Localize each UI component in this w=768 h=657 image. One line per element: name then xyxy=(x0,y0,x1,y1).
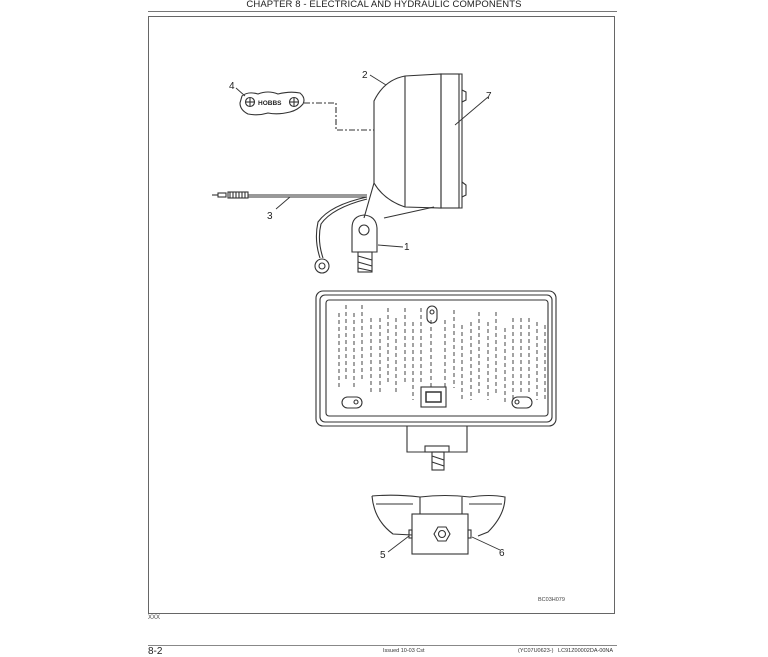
doc-code: (YC07U0623-) LC91Z00002DA-00NA xyxy=(518,648,614,654)
figure-frame xyxy=(148,16,615,614)
callout-4: 4 xyxy=(229,81,235,92)
callout-2: 2 xyxy=(362,70,368,81)
leader-lines xyxy=(235,74,501,553)
hobbs-switch xyxy=(239,91,305,116)
mount-bracket xyxy=(351,214,378,273)
hobbs-label: HOBBS xyxy=(258,100,282,107)
callout-6: 6 xyxy=(499,548,505,559)
callout-1: 1 xyxy=(404,242,410,253)
lamp-housing-side xyxy=(363,73,467,219)
callout-7: 7 xyxy=(486,91,492,102)
callout-3: 3 xyxy=(267,211,273,222)
mount-detail xyxy=(371,494,506,555)
wire-harness xyxy=(212,191,368,274)
issue-date: Issued 10-03 Cst xyxy=(383,648,425,654)
footer-rule xyxy=(148,645,617,646)
chapter-title: CHAPTER 8 - ELECTRICAL AND HYDRAULIC COM… xyxy=(246,0,522,10)
lamp-front-view xyxy=(315,290,557,471)
hobbs-wire xyxy=(304,102,374,131)
frame-note: XXX xyxy=(148,615,161,621)
header-rule xyxy=(148,11,617,12)
page-number: 8-2 xyxy=(148,646,163,657)
figure-code: BC03H079 xyxy=(538,597,565,603)
callout-5: 5 xyxy=(380,550,386,561)
